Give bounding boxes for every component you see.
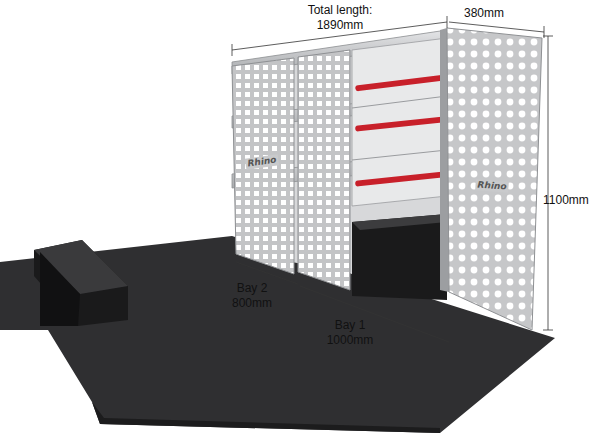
dimension-lines [232,16,553,342]
brand-logo: Rhino [475,179,509,192]
floor-edge [92,402,440,433]
drawer-handle [355,171,445,186]
wheel-arch-left-side [40,252,80,326]
dimension-label: 380mm [449,6,519,21]
drawer-split [352,150,447,160]
drawer-handle [355,116,445,131]
drawer-unit [352,38,447,206]
divider-panel [298,50,350,290]
end-panel-right [447,28,542,330]
dimension-label: Bay 2 800mm [224,281,280,311]
drawer-split [352,96,447,108]
wheel-arch-left [34,240,128,326]
drawer-handle [355,75,445,92]
dimension-label: Bay 1 1000mm [319,318,381,348]
dimension-label: 1100mm [543,193,587,208]
dimension-label: Total length: 1890mm [293,3,388,33]
wheel-arch-right-top [352,214,447,230]
wheel-arch-right [352,214,447,300]
end-panel-left [232,58,294,274]
